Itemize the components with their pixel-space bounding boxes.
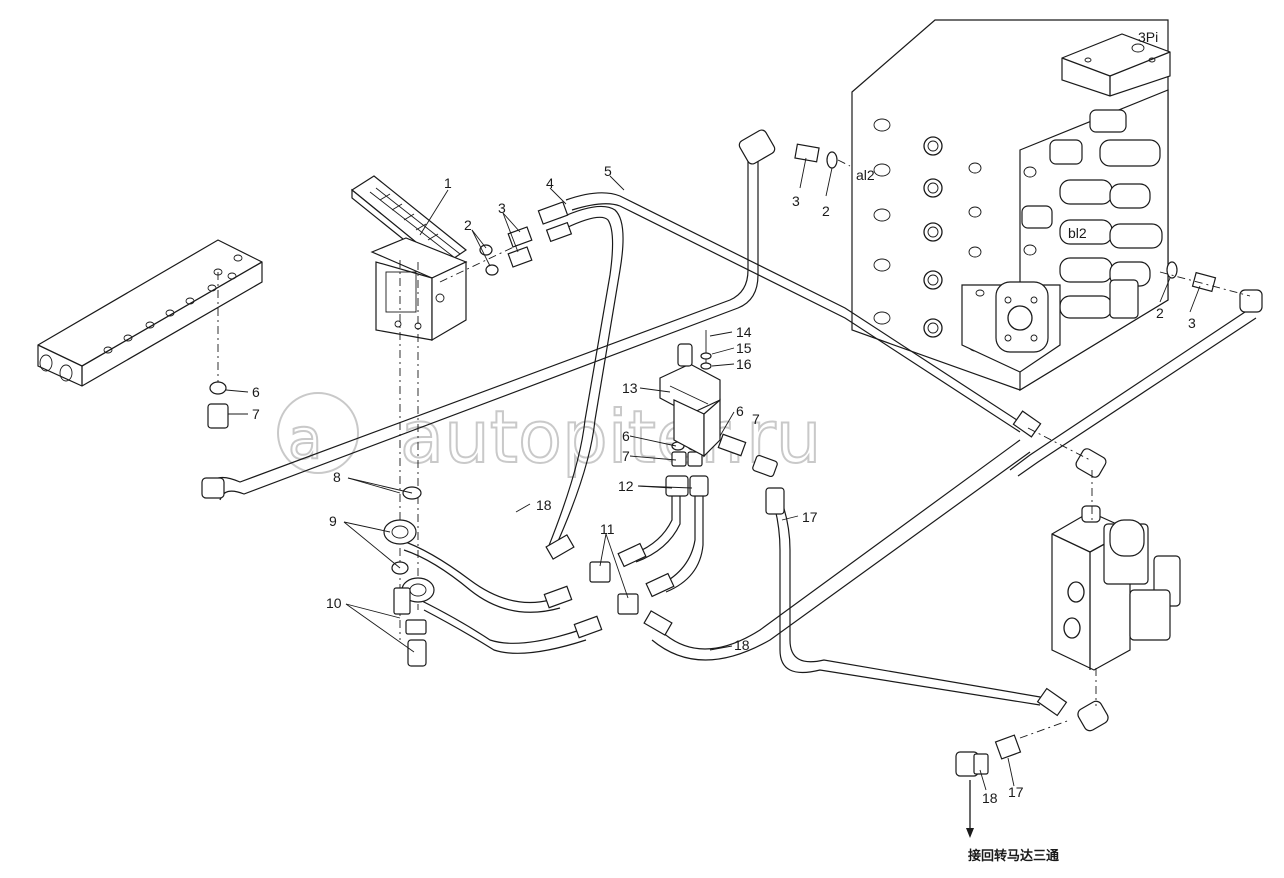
callout-3-right: 3 [1188, 315, 1196, 331]
port-label-3pi: 3Pi [1138, 29, 1158, 45]
callout-9: 9 [329, 513, 337, 529]
pilot-cap-array [1021, 109, 1163, 319]
callout-6-right: 6 [736, 403, 744, 419]
main-control-valve [851, 19, 1171, 392]
callout-13: 13 [622, 380, 638, 396]
callout-18-lower: 18 [734, 637, 750, 653]
watermark-text: autopiter.ru [400, 395, 821, 479]
callout-6-left: 6 [252, 384, 260, 400]
callout-17-bottom: 17 [1008, 784, 1024, 800]
left-manifold-block [37, 239, 263, 387]
callout-2-left: 2 [464, 217, 472, 233]
callout-3-left: 3 [498, 200, 506, 216]
watermark: a autopiter.ru [277, 392, 822, 480]
callout-18-mid: 18 [536, 497, 552, 513]
fitting-bl2 [1166, 261, 1217, 293]
banjo-and-tee-fittings [383, 441, 709, 667]
callout-2-top: 2 [822, 203, 830, 219]
alignment-dash-lines [439, 159, 1251, 461]
foot-pedal-valve [350, 175, 468, 342]
port-label-bl2: bl2 [1068, 225, 1087, 241]
return-line-note: 接回转马达三通 [968, 848, 1059, 864]
callout-3-top: 3 [792, 193, 800, 209]
fitting-al2 [794, 143, 838, 169]
callout-1: 1 [444, 175, 452, 191]
small-fittings [201, 129, 1263, 732]
port-label-al2: al2 [856, 167, 875, 183]
callout-numbers: 1 2 3 4 5 3 2 2 3 6 7 8 9 10 11 12 13 14… [252, 163, 1196, 806]
callout-16: 16 [736, 356, 752, 372]
mounting-block-13 [659, 330, 721, 458]
callout-18-bottom: 18 [982, 790, 998, 806]
callout-15: 15 [736, 340, 752, 356]
callout-7-mid: 7 [622, 448, 630, 464]
callout-17-mid: 17 [802, 509, 818, 525]
swing-motor-valve [1051, 505, 1181, 671]
callout-8: 8 [333, 469, 341, 485]
callout-7-left: 7 [252, 406, 260, 422]
return-elbow-fittings [955, 719, 1071, 838]
callout-10: 10 [326, 595, 342, 611]
callout-2-right: 2 [1156, 305, 1164, 321]
leader-lines [225, 157, 1201, 791]
callout-6-mid: 6 [622, 428, 630, 444]
callout-4: 4 [546, 175, 554, 191]
callout-12: 12 [618, 478, 634, 494]
callout-7-right: 7 [752, 411, 760, 427]
callout-11: 11 [600, 521, 615, 537]
callout-5: 5 [604, 163, 612, 179]
callout-14: 14 [736, 324, 752, 340]
